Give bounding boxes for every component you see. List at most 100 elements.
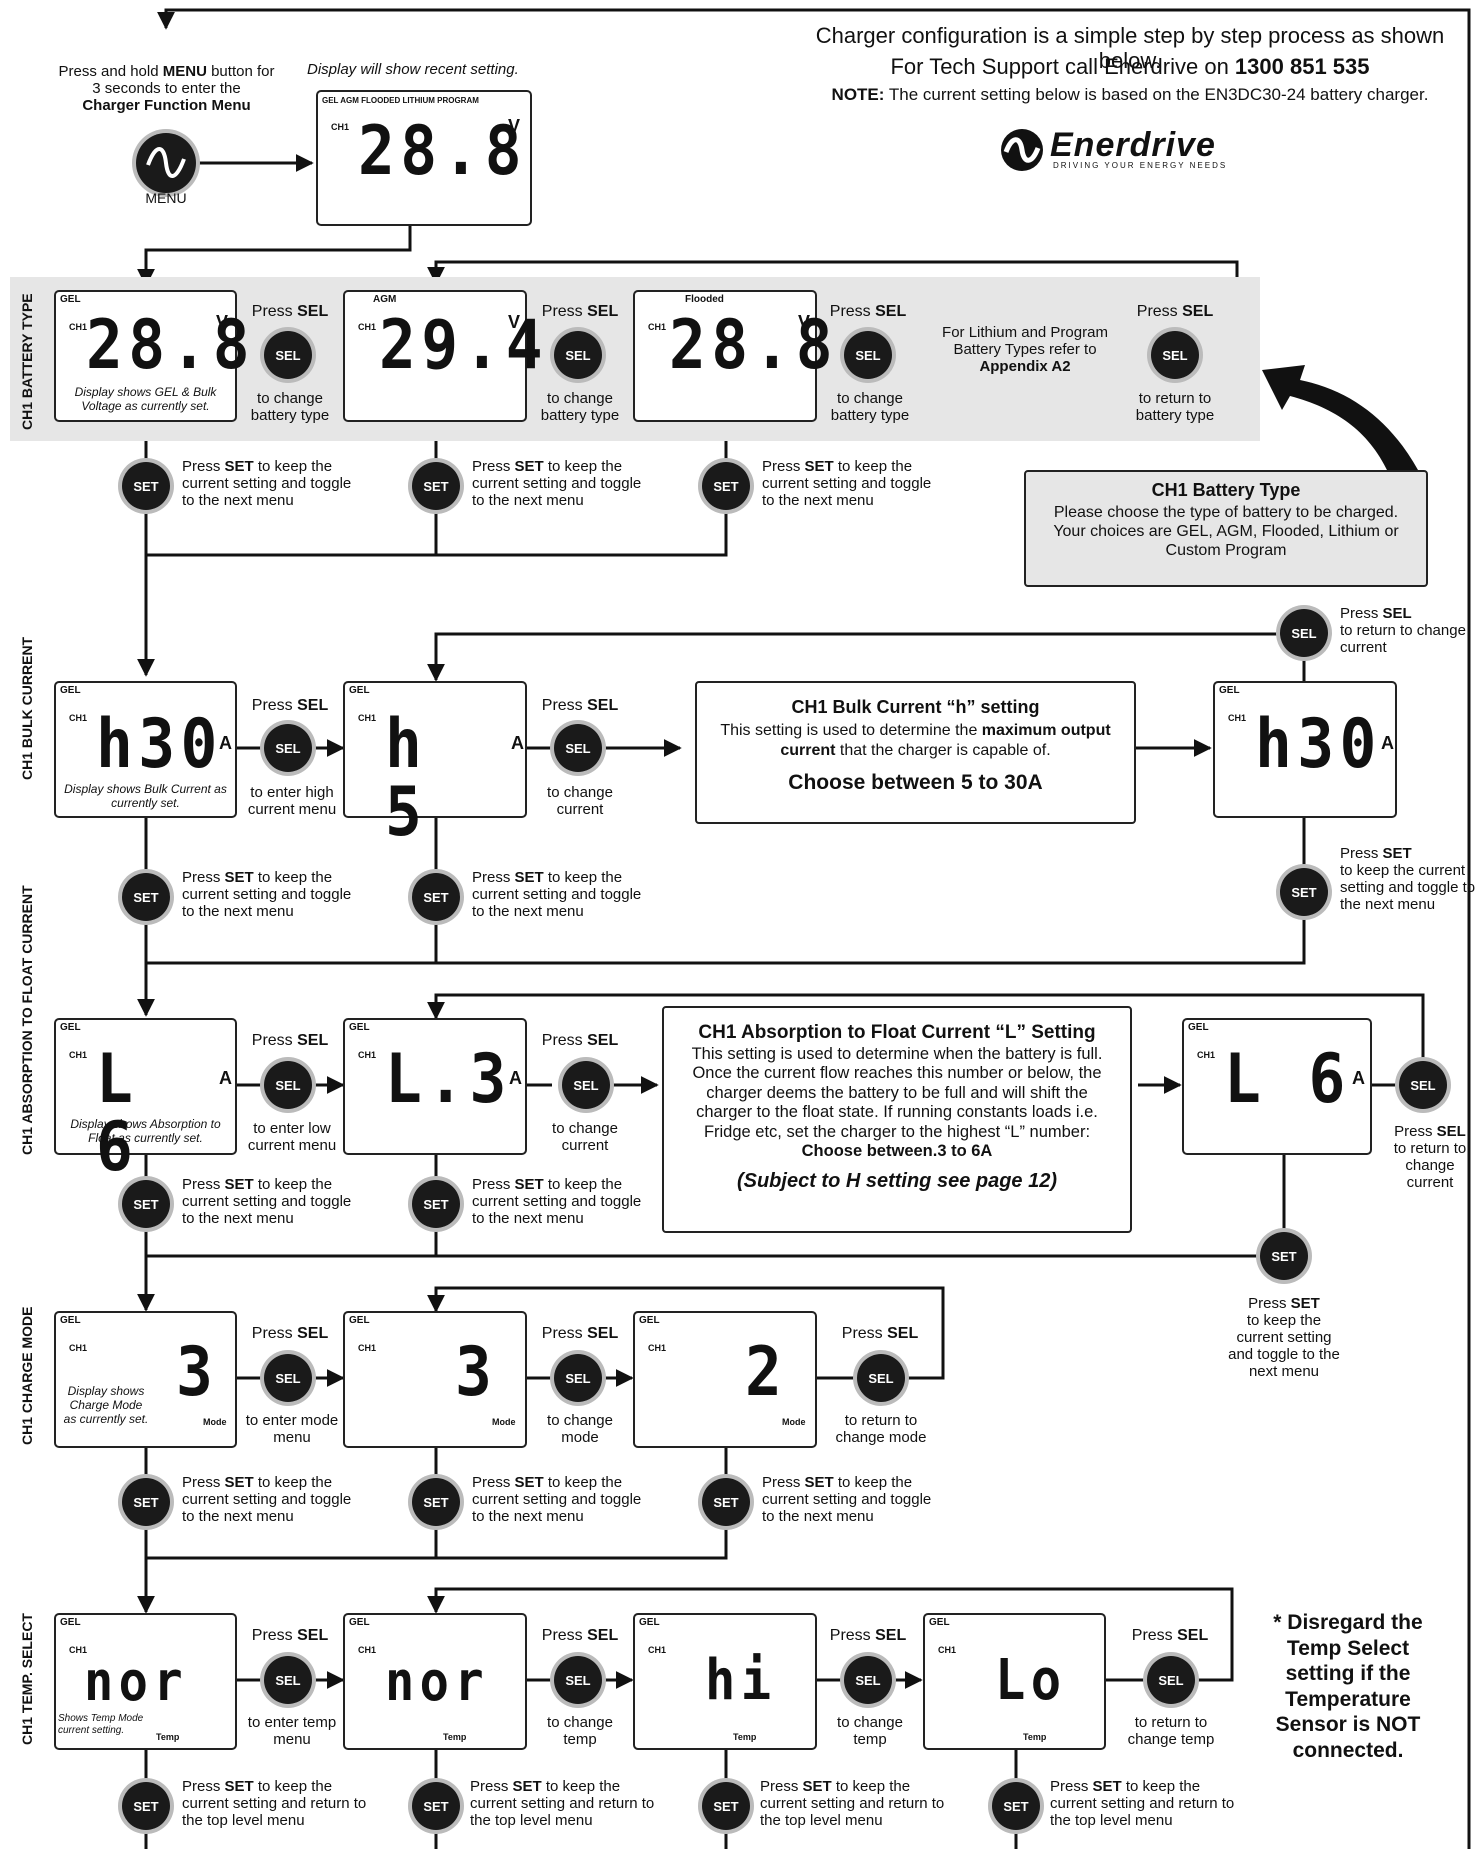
sel-button[interactable]: SEL <box>857 1354 905 1402</box>
value: 3 <box>455 1333 498 1412</box>
sel: SEL <box>1382 605 1412 622</box>
note: Shows Temp Mode current setting. <box>58 1713 144 1736</box>
unit: Temp <box>443 1732 467 1742</box>
press-sel-4: Press SEL <box>1125 303 1225 321</box>
press-sel: Press SEL <box>530 1032 630 1050</box>
set-button[interactable]: SET <box>702 1782 750 1830</box>
press-sel: Press SEL <box>240 697 340 715</box>
sel-button[interactable]: SEL <box>1280 609 1328 657</box>
set-button[interactable]: SET <box>992 1782 1040 1830</box>
unit: V <box>216 312 229 332</box>
unit: Temp <box>1023 1732 1047 1742</box>
set-button[interactable]: SET <box>412 873 460 921</box>
set-button[interactable]: SET <box>122 1782 170 1830</box>
sel-button[interactable]: SEL <box>1399 1061 1447 1109</box>
set-button[interactable]: SET <box>412 1782 460 1830</box>
tag: GEL <box>60 1022 81 1033</box>
set: SET <box>1382 845 1412 862</box>
sel-button[interactable]: SEL <box>554 1354 602 1402</box>
set-keep: to keep the current setting and toggle t… <box>182 458 352 509</box>
set: SET <box>514 1474 544 1491</box>
set-button[interactable]: SET <box>412 1180 460 1228</box>
info-choose: Choose between 5 to 30A <box>788 771 1043 794</box>
set-keep: to keep the current setting and toggle t… <box>1340 861 1476 913</box>
enter-low: to enter low current menu <box>247 1120 337 1154</box>
set-note: Press SET to keep the current setting an… <box>762 458 937 510</box>
sel-button[interactable]: SEL <box>264 331 312 379</box>
unit: V <box>798 312 811 332</box>
section-temp-select: CH1 TEMP. SELECT <box>19 1613 35 1745</box>
set-note: Press SET to keep the current setting an… <box>1050 1778 1235 1830</box>
ch-label: CH1 <box>358 1050 377 1060</box>
press-hold-b: button for 3 seconds to enter the <box>92 63 275 97</box>
enerdrive-logo: Enerdrive DRIVING YOUR ENERGY NEEDS <box>1000 126 1290 173</box>
function-menu-label: Charger Function Menu <box>82 96 251 114</box>
sel-button[interactable]: SEL <box>554 1656 602 1704</box>
set-button[interactable]: SET <box>1260 1232 1308 1280</box>
press: Press <box>1340 845 1383 862</box>
set: SET <box>804 1474 834 1491</box>
note-label: NOTE: <box>831 85 885 104</box>
enter-temp: to enter temp menu <box>247 1714 337 1748</box>
sel-button[interactable]: SEL <box>1147 1656 1195 1704</box>
sel-button[interactable]: SEL <box>844 1656 892 1704</box>
set-button[interactable]: SET <box>122 1478 170 1526</box>
section-charge-mode: CH1 CHARGE MODE <box>19 1306 35 1445</box>
set-note: Press SET to keep the current setting an… <box>760 1778 945 1830</box>
section-absorption: CH1 ABSORPTION TO FLOAT CURRENT <box>19 885 35 1155</box>
info-c: that the charger is capable of. <box>835 742 1051 759</box>
set-button[interactable]: SET <box>702 1478 750 1526</box>
press-sel: Press SEL <box>240 1325 340 1343</box>
set: SET <box>514 869 544 886</box>
menu-button[interactable] <box>136 133 196 193</box>
press: Press <box>841 1325 888 1342</box>
sel-button[interactable]: SEL <box>1151 331 1199 379</box>
press-sel: Press SEL <box>530 697 630 715</box>
temp-display-current: GEL CH1 nor Temp Shows Temp Mode current… <box>54 1613 237 1750</box>
set-button[interactable]: SET <box>412 462 460 510</box>
note: Display shows Charge Mode as currently s… <box>63 1384 149 1426</box>
set-button[interactable]: SET <box>412 1478 460 1526</box>
value: nor <box>385 1650 489 1713</box>
sel-button[interactable]: SEL <box>264 1656 312 1704</box>
sel-button[interactable]: SEL <box>264 1354 312 1402</box>
return-temp: to return to change temp <box>1127 1714 1215 1748</box>
set-button[interactable]: SET <box>122 873 170 921</box>
sel-button[interactable]: SEL <box>264 1061 312 1109</box>
sel-button[interactable]: SEL <box>562 1061 610 1109</box>
sel-button[interactable]: SEL <box>264 724 312 772</box>
change-temp: to change temp <box>837 1714 903 1748</box>
set-button[interactable]: SET <box>122 1180 170 1228</box>
unit: A <box>219 1068 232 1088</box>
press-sel-3: Press SEL <box>818 303 918 321</box>
sel-button[interactable]: SEL <box>554 724 602 772</box>
set-note: Press SET to keep the current setting an… <box>472 1176 647 1228</box>
return-mode: to return to change mode <box>835 1412 927 1446</box>
set-button[interactable]: SET <box>1280 868 1328 916</box>
sel-button[interactable]: SEL <box>844 331 892 379</box>
sel: SEL <box>875 1627 907 1644</box>
set-note: Press SET to keep the current setting an… <box>182 1474 357 1526</box>
set-button[interactable]: SET <box>702 462 750 510</box>
section-bulk-current: CH1 BULK CURRENT <box>19 636 35 780</box>
sel: SEL <box>297 697 329 714</box>
set: SET <box>224 1778 254 1795</box>
battery-display-agm: AGM CH1 29.4 V <box>343 290 543 422</box>
set-keep: to keep the current setting and toggle t… <box>472 458 642 509</box>
sel-button[interactable]: SEL <box>554 331 602 379</box>
ch-label: CH1 <box>1197 1050 1216 1060</box>
info-text: This setting is used to determine when t… <box>676 1045 1118 1162</box>
value: 28.8 <box>86 306 255 385</box>
lithium-b: Appendix A2 <box>979 357 1071 375</box>
tag: GEL <box>60 1315 81 1326</box>
press-sel-2: Press SEL <box>530 303 630 321</box>
value: L 6 <box>96 1040 139 1187</box>
ch-label: CH1 <box>648 1343 667 1353</box>
press-sel: Press SEL <box>818 1627 918 1645</box>
ch-label: CH1 <box>331 122 350 132</box>
set-button[interactable]: SET <box>122 462 170 510</box>
note: Display shows Bulk Current as currently … <box>64 782 227 810</box>
sel: SEL <box>587 1325 619 1342</box>
info-title: CH1 Bulk Current “h” setting <box>791 697 1040 717</box>
enter-mode: to enter mode menu <box>245 1412 339 1446</box>
